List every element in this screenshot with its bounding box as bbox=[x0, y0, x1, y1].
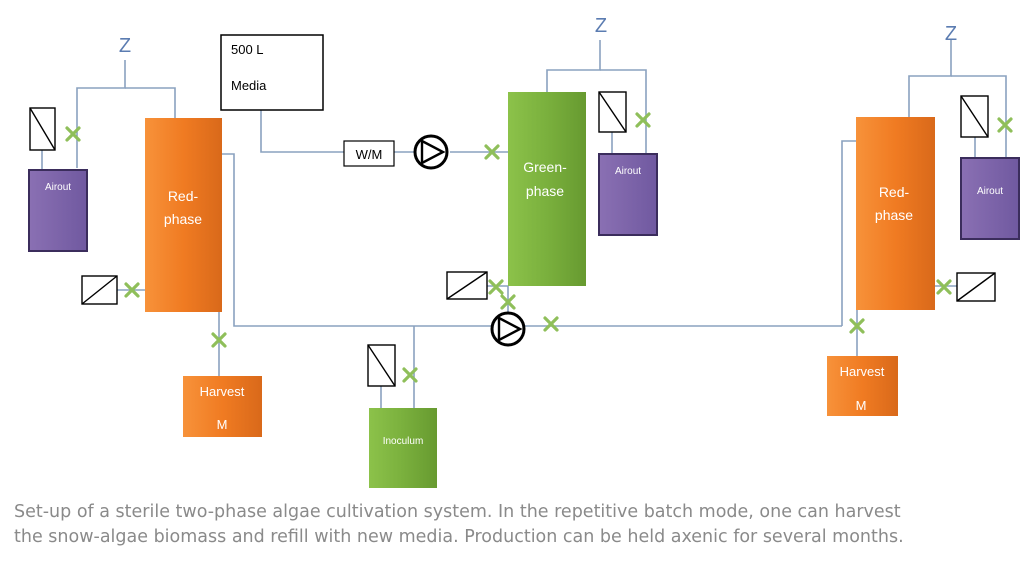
harvest-left: Harvest M bbox=[183, 376, 262, 437]
water-meter: W/M bbox=[343, 140, 395, 167]
valve-icon-circulation bbox=[543, 316, 559, 332]
airout-left: Airout bbox=[28, 169, 88, 252]
reactor-red-left-label-2: phase bbox=[164, 211, 202, 227]
reactor-green-label-2: phase bbox=[526, 183, 564, 199]
valve-icon-center-vent bbox=[635, 112, 651, 128]
reactor-red-left: Red- phase bbox=[145, 118, 222, 312]
inoculum-vessel: Inoculum bbox=[369, 408, 437, 488]
filter-icon-left-top bbox=[29, 107, 56, 151]
media-tank-label: Media bbox=[231, 78, 267, 93]
vent-z-left: Z bbox=[119, 35, 131, 57]
filter-icon-green-side bbox=[446, 271, 488, 300]
reactor-red-right-label-1: Red- bbox=[879, 184, 910, 200]
pipe-center-vent-2 bbox=[600, 69, 647, 156]
harvest-left-meter: M bbox=[217, 417, 228, 432]
pump-icon-media bbox=[413, 134, 449, 170]
harvest-left-label: Harvest bbox=[200, 384, 245, 399]
airout-left-label: Airout bbox=[45, 182, 71, 193]
figure-caption: Set-up of a sterile two-phase algae cult… bbox=[14, 500, 1024, 550]
harvest-right-label: Harvest bbox=[840, 364, 885, 379]
valve-icon-right-side bbox=[936, 279, 952, 295]
harvest-right-meter: M bbox=[856, 398, 867, 413]
vent-z-center: Z bbox=[595, 15, 607, 37]
valve-icon-left-harvest bbox=[211, 332, 227, 348]
pipe-center-vent bbox=[546, 40, 601, 92]
filter-icon-inoculum bbox=[367, 344, 396, 387]
pump-icon-circulation bbox=[490, 311, 526, 347]
airout-center: Airout bbox=[598, 153, 658, 236]
media-tank: 500 L Media bbox=[220, 34, 324, 111]
valve-icon-green-side bbox=[488, 279, 504, 295]
media-tank-volume: 500 L bbox=[231, 42, 264, 57]
reactor-green-label-1: Green- bbox=[523, 159, 567, 175]
reactor-red-left-label-1: Red- bbox=[168, 188, 199, 204]
pipe-right-vent-2 bbox=[951, 75, 1007, 158]
valve-icon-media bbox=[484, 144, 500, 160]
filter-icon-right-side bbox=[956, 272, 996, 302]
caption-line-1: Set-up of a sterile two-phase algae cult… bbox=[14, 502, 901, 522]
airout-right-label: Airout bbox=[977, 186, 1003, 197]
pipe-media bbox=[260, 110, 344, 153]
filter-icon-left-side bbox=[81, 275, 118, 305]
reactor-red-right-label-2: phase bbox=[875, 207, 913, 223]
valve-icon-left-side bbox=[124, 282, 140, 298]
reactor-green: Green- phase bbox=[508, 92, 586, 286]
pipe-left-vent bbox=[76, 60, 126, 168]
vent-z-right: Z bbox=[945, 23, 957, 45]
valve-icon-right-vent bbox=[997, 117, 1013, 133]
caption-line-2: the snow-algae biomass and refill with n… bbox=[14, 527, 904, 547]
valve-icon-left-vent bbox=[65, 126, 81, 142]
valve-icon-inoculum bbox=[402, 367, 418, 383]
pipe-right-riser bbox=[841, 140, 856, 326]
inoculum-label: Inoculum bbox=[383, 436, 424, 447]
harvest-right: Harvest M bbox=[827, 356, 898, 416]
airout-center-label: Airout bbox=[615, 166, 641, 177]
pipe-left-bottom bbox=[222, 153, 842, 327]
reactor-red-right: Red- phase bbox=[856, 117, 935, 310]
pipe-left-vent-reactor bbox=[125, 87, 176, 118]
valve-icon-green-bottom bbox=[500, 294, 516, 310]
water-meter-label: W/M bbox=[356, 147, 383, 162]
valve-icon-right-harvest bbox=[849, 318, 865, 334]
pipe-right-vent bbox=[908, 40, 952, 117]
filter-icon-right-top bbox=[960, 95, 989, 138]
filter-icon-center-top bbox=[598, 91, 627, 133]
airout-right: Airout bbox=[960, 157, 1020, 240]
